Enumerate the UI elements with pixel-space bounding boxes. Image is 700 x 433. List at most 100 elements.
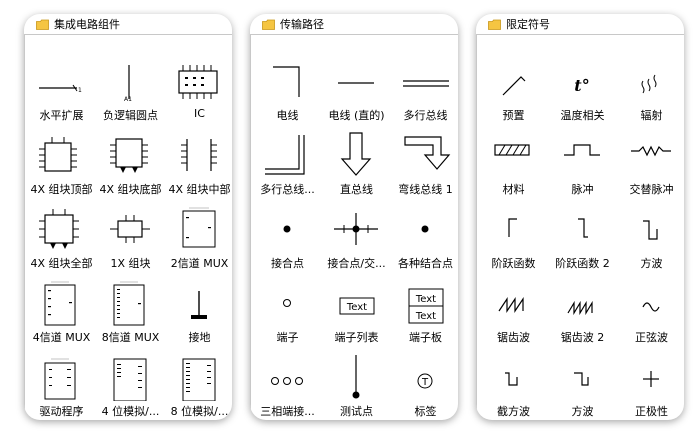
shape-label: 辐射 [640,109,663,122]
4-channel-mux-icon [44,281,76,326]
shape-item[interactable]: Text 端子列表 [322,277,391,352]
pulse-icon [564,144,600,156]
panel-header: 传输路径 [250,14,458,35]
shape-item[interactable]: 正极性 [617,351,684,420]
shape-label: 材料 [502,183,525,196]
shape-label: 电线 (直的) [328,109,385,122]
shape-label: 4信道 MUX [32,331,91,344]
negative-logic-dot-icon: A1 [124,65,132,103]
shape-item[interactable]: 端子 [253,277,322,352]
shape-item[interactable]: 阶跃函数 2 [548,203,617,278]
shape-item[interactable]: 2信道 MUX [165,203,232,278]
sawtooth-wave-icon [498,297,524,313]
shape-item[interactable]: 电线 [253,55,322,130]
shape-item[interactable]: A1 负逻辑圆点 [96,55,165,130]
shape-item[interactable]: 各种结合点 [391,203,458,278]
shape-grid: 1 水平扩展 A1 负逻辑圆点 IC 4X 组块顶部 4X 组块底部 4X 组块… [24,35,232,420]
shape-item[interactable]: 接合点 [253,203,322,278]
shape-item[interactable]: 8信道 MUX [96,277,165,352]
folder-icon [488,19,501,30]
shape-item[interactable]: 脉冲 [548,129,617,204]
shape-item[interactable]: 锯齿波 [479,277,548,352]
shape-item[interactable]: T 标签 [391,351,458,420]
shape-item[interactable]: 方波 [617,203,684,278]
three-phase-terminal-icon [271,377,303,385]
shape-label: 锯齿波 [497,331,530,344]
straight-bus-icon [340,132,372,176]
shape-item[interactable]: 1X 组块 [96,203,165,278]
shape-item[interactable]: 多行总线... [253,129,322,204]
shape-item[interactable]: 正弦波 [617,277,684,352]
terminal-list-icon: Text [339,297,375,315]
shape-item[interactable]: 弯线总线 1 [391,129,458,204]
shape-grid: 电线 电线 (直的) 多行总线 多行总线... 直总线 弯线总线 1 接合点 [250,35,458,420]
shape-label: 正弦波 [635,331,668,344]
4x-block-bottom-icon [110,138,148,173]
8-bit-analog-icon [182,358,216,401]
positive-polarity-icon [643,371,659,387]
svg-text:Text: Text [415,294,436,305]
shape-item[interactable]: 4X 组块全部 [27,203,96,278]
shape-item[interactable]: 测试点 [322,351,391,420]
junction-cross-icon [334,213,378,245]
shape-item[interactable]: 锯齿波 2 [548,277,617,352]
shape-item[interactable]: 三相端接... [253,351,322,420]
shape-label: 4 位模拟/... [101,405,160,418]
sawtooth-wave-2-icon [567,300,593,316]
shape-item[interactable]: 材料 [479,129,548,204]
shape-label: 多行总线... [260,183,315,196]
sine-wave-icon [642,302,660,312]
shape-item[interactable]: 交替脉冲 [617,129,684,204]
bent-bus-icon [404,136,451,170]
shape-label: 负逻辑圆点 [103,109,158,122]
4x-block-middle-icon [181,139,217,171]
shape-label: 4X 组块中部 [168,183,231,196]
shape-item[interactable]: 4 位模拟/... [96,351,165,420]
shape-label: 直总线 [340,183,373,196]
shape-item[interactable]: 阶跃函数 [479,203,548,278]
shape-item[interactable]: 多行总线 [391,55,458,130]
shape-label: 阶跃函数 [491,257,536,270]
shape-item[interactable]: 驱动程序 [27,351,96,420]
shape-item[interactable]: 4X 组块中部 [165,129,232,204]
shape-label: 正极性 [635,405,668,418]
shape-item[interactable]: 4X 组块顶部 [27,129,96,204]
shape-item[interactable]: 直总线 [322,129,391,204]
shape-item[interactable]: 接地 [165,277,232,352]
shape-item[interactable]: 1 水平扩展 [27,55,96,130]
shape-label: 多行总线 [403,109,448,122]
4x-block-all-icon [39,209,79,249]
shape-item[interactable]: 预置 [479,55,548,130]
panel-title: 集成电路组件 [54,18,120,31]
shape-label: 阶跃函数 2 [555,257,610,270]
svg-text:Text: Text [415,311,436,322]
shape-label: IC [194,107,205,120]
shape-label: 4X 组块全部 [30,257,93,270]
multi-line-bus-icon [403,80,449,87]
shape-label: 4X 组块底部 [99,183,162,196]
shape-item[interactable]: 8 位模拟/... [165,351,232,420]
shape-item[interactable]: 接合点/交... [322,203,391,278]
shape-item[interactable]: 方波 [548,351,617,420]
shape-item[interactable]: 电线 (直的) [322,55,391,130]
radiation-icon [641,74,657,94]
svg-text:t°: t° [574,76,589,95]
shape-label: 弯线总线 1 [398,183,453,196]
shape-item[interactable]: t° 温度相关 [548,55,617,130]
panel-title: 限定符号 [506,18,550,31]
shape-item[interactable]: 4信道 MUX [27,277,96,352]
shape-item[interactable]: 截方波 [479,351,548,420]
tag-icon: T [417,373,433,389]
shape-item[interactable]: 4X 组块底部 [96,129,165,204]
shape-label: 方波 [571,405,594,418]
shape-label: 温度相关 [560,109,605,122]
panel-transmission-paths: 传输路径 电线 电线 (直的) 多行总线 多行总线... 直总线 弯线总线 1 [250,14,458,420]
shape-item[interactable]: IC [165,55,232,130]
shape-item[interactable]: 辐射 [617,55,684,130]
shape-label: 端子列表 [334,331,379,344]
shape-label: 4X 组块顶部 [30,183,93,196]
shape-label: 预置 [502,109,525,122]
panel-header: 集成电路组件 [24,14,232,35]
